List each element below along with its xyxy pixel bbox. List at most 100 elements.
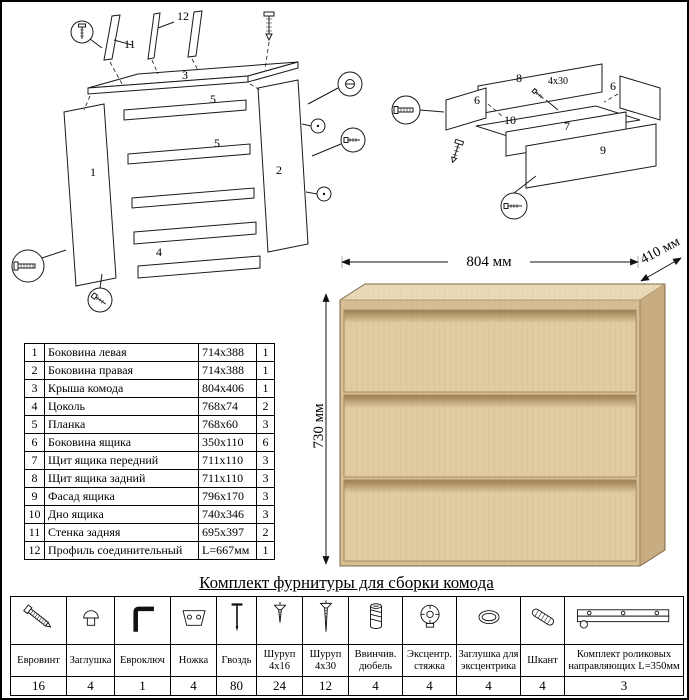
leader-line [545,99,559,111]
part-label-7: 7 [564,119,570,133]
part-name: Щит ящика передний [44,451,199,470]
part-label-6: 6 [610,79,616,93]
drawer-side-part6 [619,75,661,121]
hardware-icon-cell [348,596,403,645]
screw-4x30-icon [318,600,333,632]
hardware-icon-cell [66,596,115,645]
hardware-icon-cell [302,596,349,645]
part-name: Планка [44,415,199,434]
assembly-guide-lines [487,93,619,117]
part-number: 10 [24,505,45,524]
hardware-qty: 12 [302,676,349,696]
part-number: 5 [24,415,45,434]
wood-grain-overlay [340,300,640,566]
hardware-name: Шкант [520,644,565,677]
leader-line [157,21,175,29]
hardware-name: Комплект роликовых направляющих L=350мм [564,644,684,677]
drawer-back-part8 [477,63,603,115]
part-number: 1 [24,343,45,362]
part-number: 2 [24,361,45,380]
part-size: 711x110 [198,451,257,470]
screw-in-dowel-icon [369,603,382,629]
dresser-render: 804 мм 410 мм 730 мм [311,234,683,567]
wooden-dowel-icon [531,608,554,626]
screw-glyph [263,11,275,42]
part-name: Цоколь [44,397,199,416]
plug-cap-icon [82,610,99,626]
hardware-qty: 80 [216,676,257,696]
fastener-callout [70,20,103,49]
screw-callout [311,127,366,157]
part-number: 8 [24,469,45,488]
part-name: Щит ящика задний [44,469,199,488]
part-label-9: 9 [600,143,606,157]
part-number: 7 [24,451,45,470]
part-qty: 3 [256,487,275,506]
hardware-name: Заглушка [66,644,115,677]
assembly-guide-lines [83,41,270,111]
rail-part5 [131,187,255,209]
hardware-icon-cell [402,596,457,645]
part-label-10: 10 [504,113,516,127]
hardware-name: Заглушка для эксцентрика [456,644,521,677]
plinth-part4 [137,255,261,279]
part-label-1: 1 [90,165,96,179]
joint-marker [301,118,326,134]
part-number: 4 [24,397,45,416]
depth-dimension: 410 мм [638,234,683,282]
width-label: 804 мм [466,254,512,270]
leader-line [113,39,133,46]
part-size: 740x346 [198,505,257,524]
part-label-12: 12 [177,9,189,23]
hardware-icon-cell [256,596,303,645]
part-number: 12 [24,541,45,560]
hardware-icon-cell [520,596,565,645]
fastener-callout [391,95,445,125]
hardware-qty: 4 [348,676,403,696]
part-label-4: 4 [156,245,162,259]
part-qty: 6 [256,433,275,452]
screw-glyph [531,87,544,99]
fastener-callout [11,249,67,283]
part-name: Боковина левая [44,343,199,362]
part-number: 11 [24,523,45,542]
hardware-qty: 4 [170,676,217,696]
hardware-name: Эксцентр. стяжка [402,644,457,677]
hardware-icon-cell [114,596,171,645]
confirmat-screw-icon [22,604,51,628]
part-size: 714x388 [198,343,257,362]
cam-callout [307,71,363,105]
eccentric-cam-icon [419,604,440,628]
part-qty: 2 [256,397,275,416]
part-size: 768x74 [198,397,257,416]
top-right-edge [639,283,666,301]
hardware-names-row: Евровинт Заглушка Евроключ Ножка Гвоздь … [10,644,684,677]
back-panel [103,14,121,61]
hardware-name: Шуруп 4x30 [302,644,349,677]
hardware-icon-cell [564,596,684,645]
drawer-side-part6 [445,87,487,131]
part-qty: 3 [256,505,275,524]
hardware-icon-cell [170,596,217,645]
hardware-name: Ножка [170,644,217,677]
rail-part5 [123,99,247,121]
part-label-5: 5 [210,92,216,106]
rail-part5 [127,143,251,165]
carcass-exploded-diagram: 12 11 3 1 2 5 5 4 [11,9,366,313]
part-qty: 2 [256,523,275,542]
hardware-name: Ввинчив. дюбель [348,644,403,677]
hardware-qty: 1 [114,676,171,696]
part-qty: 3 [256,469,275,488]
part-qty: 1 [256,361,275,380]
hardware-name: Шуруп 4x16 [256,644,303,677]
height-dimension: 730 мм [311,293,330,565]
part-name: Боковина правая [44,361,199,380]
drawer-facade-part9 [525,123,657,189]
